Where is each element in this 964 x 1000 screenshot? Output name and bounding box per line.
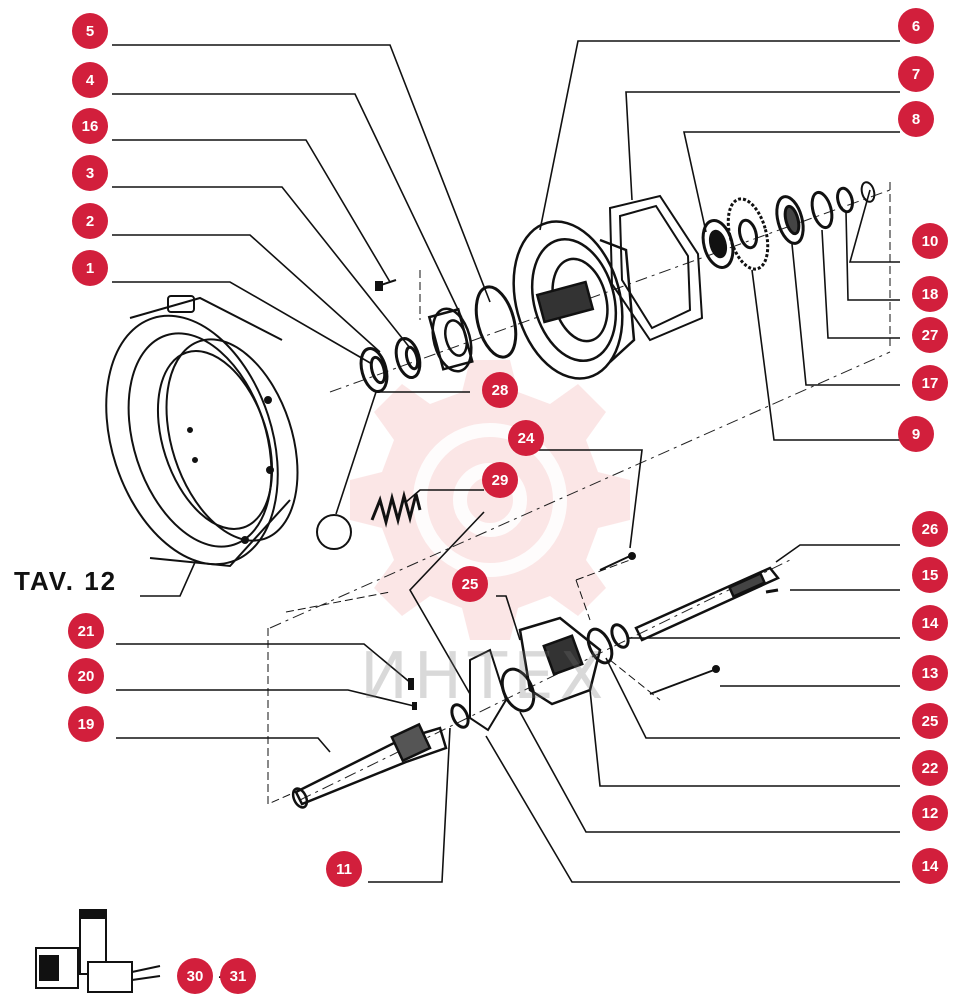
callout-29[interactable]: 29 [482,462,518,498]
pin-13 [649,665,720,695]
callout-12[interactable]: 12 [912,795,948,831]
callout-5[interactable]: 5 [72,13,108,49]
gasket-kit-icon [35,909,161,993]
callout-24[interactable]: 24 [508,420,544,456]
seal-ring-1 [359,347,389,393]
callout-9[interactable]: 9 [898,416,934,452]
pump-body-6 [512,220,636,380]
callout-25-upper[interactable]: 25 [452,566,488,602]
callout-19[interactable]: 19 [68,706,104,742]
washer-14-upper [610,623,630,649]
callout-8[interactable]: 8 [898,101,934,137]
lever-14 [469,648,508,732]
callout-6[interactable]: 6 [898,8,934,44]
callout-14-lower[interactable]: 14 [912,848,948,884]
callout-25-lower[interactable]: 25 [912,703,948,739]
callout-4[interactable]: 4 [72,62,108,98]
bearing-17 [775,195,805,245]
key-20 [412,702,417,710]
gasket-5 [474,285,518,359]
callout-7[interactable]: 7 [898,56,934,92]
pin-15 [765,588,779,594]
callout-10[interactable]: 10 [912,223,948,259]
watermark-text: ИНТЕХ [360,640,610,714]
bushing-12 [500,667,536,713]
callout-22[interactable]: 22 [912,750,948,786]
callout-3[interactable]: 3 [72,155,108,191]
axis-lines [269,189,891,801]
ring-27 [810,190,834,230]
callout-28[interactable]: 28 [482,372,518,408]
callout-13[interactable]: 13 [912,655,948,691]
shaft-26 [634,566,780,642]
pin-24 [599,552,636,571]
watermark-gear-icon [350,360,630,640]
ring-11 [450,703,470,729]
callout-27[interactable]: 27 [912,317,948,353]
callout-30[interactable]: 30 [177,958,213,994]
gasket-7 [608,194,704,342]
seal-ring-2 [394,336,422,380]
callout-11[interactable]: 11 [326,851,362,887]
callout-21[interactable]: 21 [68,613,104,649]
gear-9 [726,197,770,271]
spring-29 [370,490,422,528]
callout-31[interactable]: 31 [220,958,256,994]
callout-18[interactable]: 18 [912,276,948,312]
ball-28 [316,514,352,550]
circlip-10 [860,181,876,203]
gear-8 [701,219,735,269]
bell-housing [105,295,299,568]
callout-16[interactable]: 16 [72,108,108,144]
callout-1[interactable]: 1 [72,250,108,286]
shaft-19 [291,722,448,809]
callout-14-upper[interactable]: 14 [912,605,948,641]
screw-16 [375,279,397,291]
callout-15[interactable]: 15 [912,557,948,593]
callout-26[interactable]: 26 [912,511,948,547]
cover-plate-3-4 [427,307,474,373]
table-label: TAV. 12 [14,566,118,596]
callout-20[interactable]: 20 [68,658,104,694]
leader-lines [112,40,900,883]
bracket-frames [267,182,891,805]
nut-18 [836,186,854,214]
callout-2[interactable]: 2 [72,203,108,239]
callout-17[interactable]: 17 [912,365,948,401]
